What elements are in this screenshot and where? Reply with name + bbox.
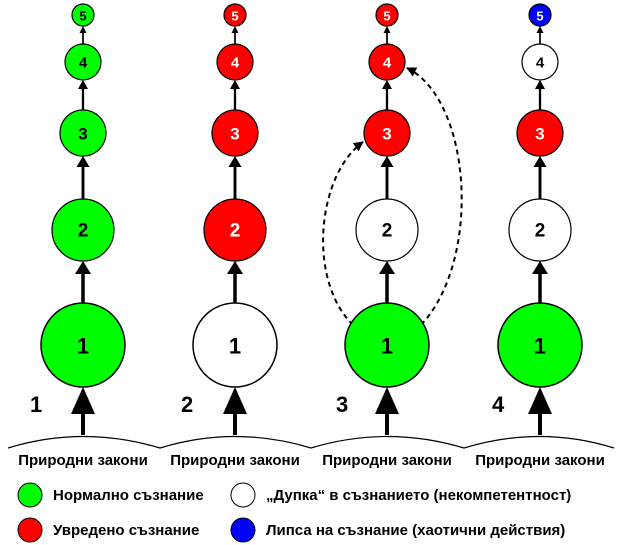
level-number: 3: [535, 125, 544, 144]
level-number: 3: [382, 125, 391, 144]
ground-line: [7, 435, 615, 449]
legend-label: „Дупка“ в съзнанието (некомпетентност): [266, 487, 571, 504]
level-arrow: [79, 26, 87, 44]
base-label: Природни закони: [170, 452, 300, 469]
level-1-circle: 1: [40, 302, 126, 388]
level-number: 1: [77, 334, 89, 359]
legend-item-hole: „Дупка“ в съзнанието (некомпетентност): [230, 482, 571, 508]
level-4-circle: 4: [368, 43, 406, 81]
level-arrow: [76, 156, 90, 199]
base-arrow: [71, 387, 95, 435]
level-3-circle: 3: [363, 109, 411, 157]
level-number: 2: [78, 221, 89, 242]
level-5-circle: 5: [528, 3, 552, 27]
level-1-circle: 1: [344, 302, 430, 388]
level-4-circle: 4: [521, 43, 559, 81]
level-3-circle: 3: [211, 109, 259, 157]
level-4-circle: 4: [216, 43, 254, 81]
level-number: 5: [383, 9, 390, 24]
column-number: 2: [181, 392, 193, 417]
base-label: Природни закони: [322, 452, 452, 469]
column-4: 1 2 3 4 5 4: [492, 3, 583, 435]
level-2-circle: 2: [355, 198, 419, 262]
legend-label: Липса на съзнание (хаотични действия): [266, 522, 565, 539]
arrows-layer: [322, 67, 463, 326]
legend-swatch: [230, 517, 256, 543]
level-arrow: [231, 26, 239, 44]
level-arrow: [379, 261, 395, 303]
level-number: 1: [381, 334, 393, 359]
base-arrow: [223, 387, 247, 435]
legend-item-normal: Нормално съзнание: [17, 482, 204, 508]
level-3-circle: 3: [516, 109, 564, 157]
legend-swatch: [17, 517, 43, 543]
level-number: 5: [79, 9, 86, 24]
base-layer: Природни закони Природни закони Природни з…: [7, 435, 615, 469]
level-2-circle: 2: [51, 198, 115, 262]
level-number: 4: [383, 55, 392, 72]
legend-layer: Нормално съзнание „Дупка“ в съзнанието (н…: [17, 482, 571, 543]
level-1-circle: 1: [192, 302, 278, 388]
level-number: 2: [382, 221, 393, 242]
column-1: 1 2 3 4 5 1: [30, 3, 126, 435]
level-number: 1: [534, 334, 546, 359]
level-number: 4: [536, 55, 545, 72]
level-number: 5: [231, 9, 238, 24]
level-arrow: [230, 80, 240, 110]
base-arrow: [375, 387, 399, 435]
level-arrow: [532, 261, 548, 303]
level-5-circle: 5: [71, 3, 95, 27]
level-arrow: [380, 156, 394, 199]
legend-label: Нормално съзнание: [53, 487, 204, 504]
base-label: Природни закони: [18, 452, 148, 469]
column-number: 4: [492, 392, 505, 417]
level-arrow: [382, 80, 392, 110]
level-arrow: [535, 80, 545, 110]
legend-swatch: [230, 482, 256, 508]
level-number: 5: [536, 9, 543, 24]
level-arrow: [228, 156, 242, 199]
level-number: 2: [230, 221, 241, 242]
level-2-circle: 2: [203, 198, 267, 262]
bypass-arrow-to-3: [322, 141, 364, 326]
level-number: 4: [231, 55, 240, 72]
column-number: 1: [30, 392, 42, 417]
level-arrow: [75, 261, 91, 303]
level-4-circle: 4: [64, 43, 102, 81]
level-arrow: [536, 26, 544, 44]
columns-layer: 1 2 3 4 5 1 1 2 3 4 5 2 1 2 3 4 5 3 1 2 3 4 5 4: [30, 3, 583, 435]
level-number: 3: [230, 125, 239, 144]
base-label: Природни закони: [475, 452, 605, 469]
level-number: 1: [229, 334, 241, 359]
legend-item-none: Липса на съзнание (хаотични действия): [230, 517, 565, 543]
base-arrow: [528, 387, 552, 435]
level-number: 2: [535, 221, 546, 242]
level-number: 4: [79, 55, 88, 72]
column-2: 1 2 3 4 5 2: [181, 3, 278, 435]
legend-swatch: [17, 482, 43, 508]
bypass-arrow-to-4: [406, 67, 463, 326]
level-number: 3: [78, 125, 87, 144]
level-arrow: [383, 26, 391, 44]
legend-label: Увредено съзнание: [53, 522, 199, 539]
level-arrow: [78, 80, 88, 110]
level-3-circle: 3: [59, 109, 107, 157]
level-arrow: [227, 261, 243, 303]
level-5-circle: 5: [223, 3, 247, 27]
level-1-circle: 1: [497, 302, 583, 388]
column-number: 3: [336, 392, 348, 417]
column-3: 1 2 3 4 5 3: [336, 3, 430, 435]
level-2-circle: 2: [508, 198, 572, 262]
level-5-circle: 5: [375, 3, 399, 27]
level-arrow: [533, 156, 547, 199]
legend-item-damaged: Увредено съзнание: [17, 517, 199, 543]
